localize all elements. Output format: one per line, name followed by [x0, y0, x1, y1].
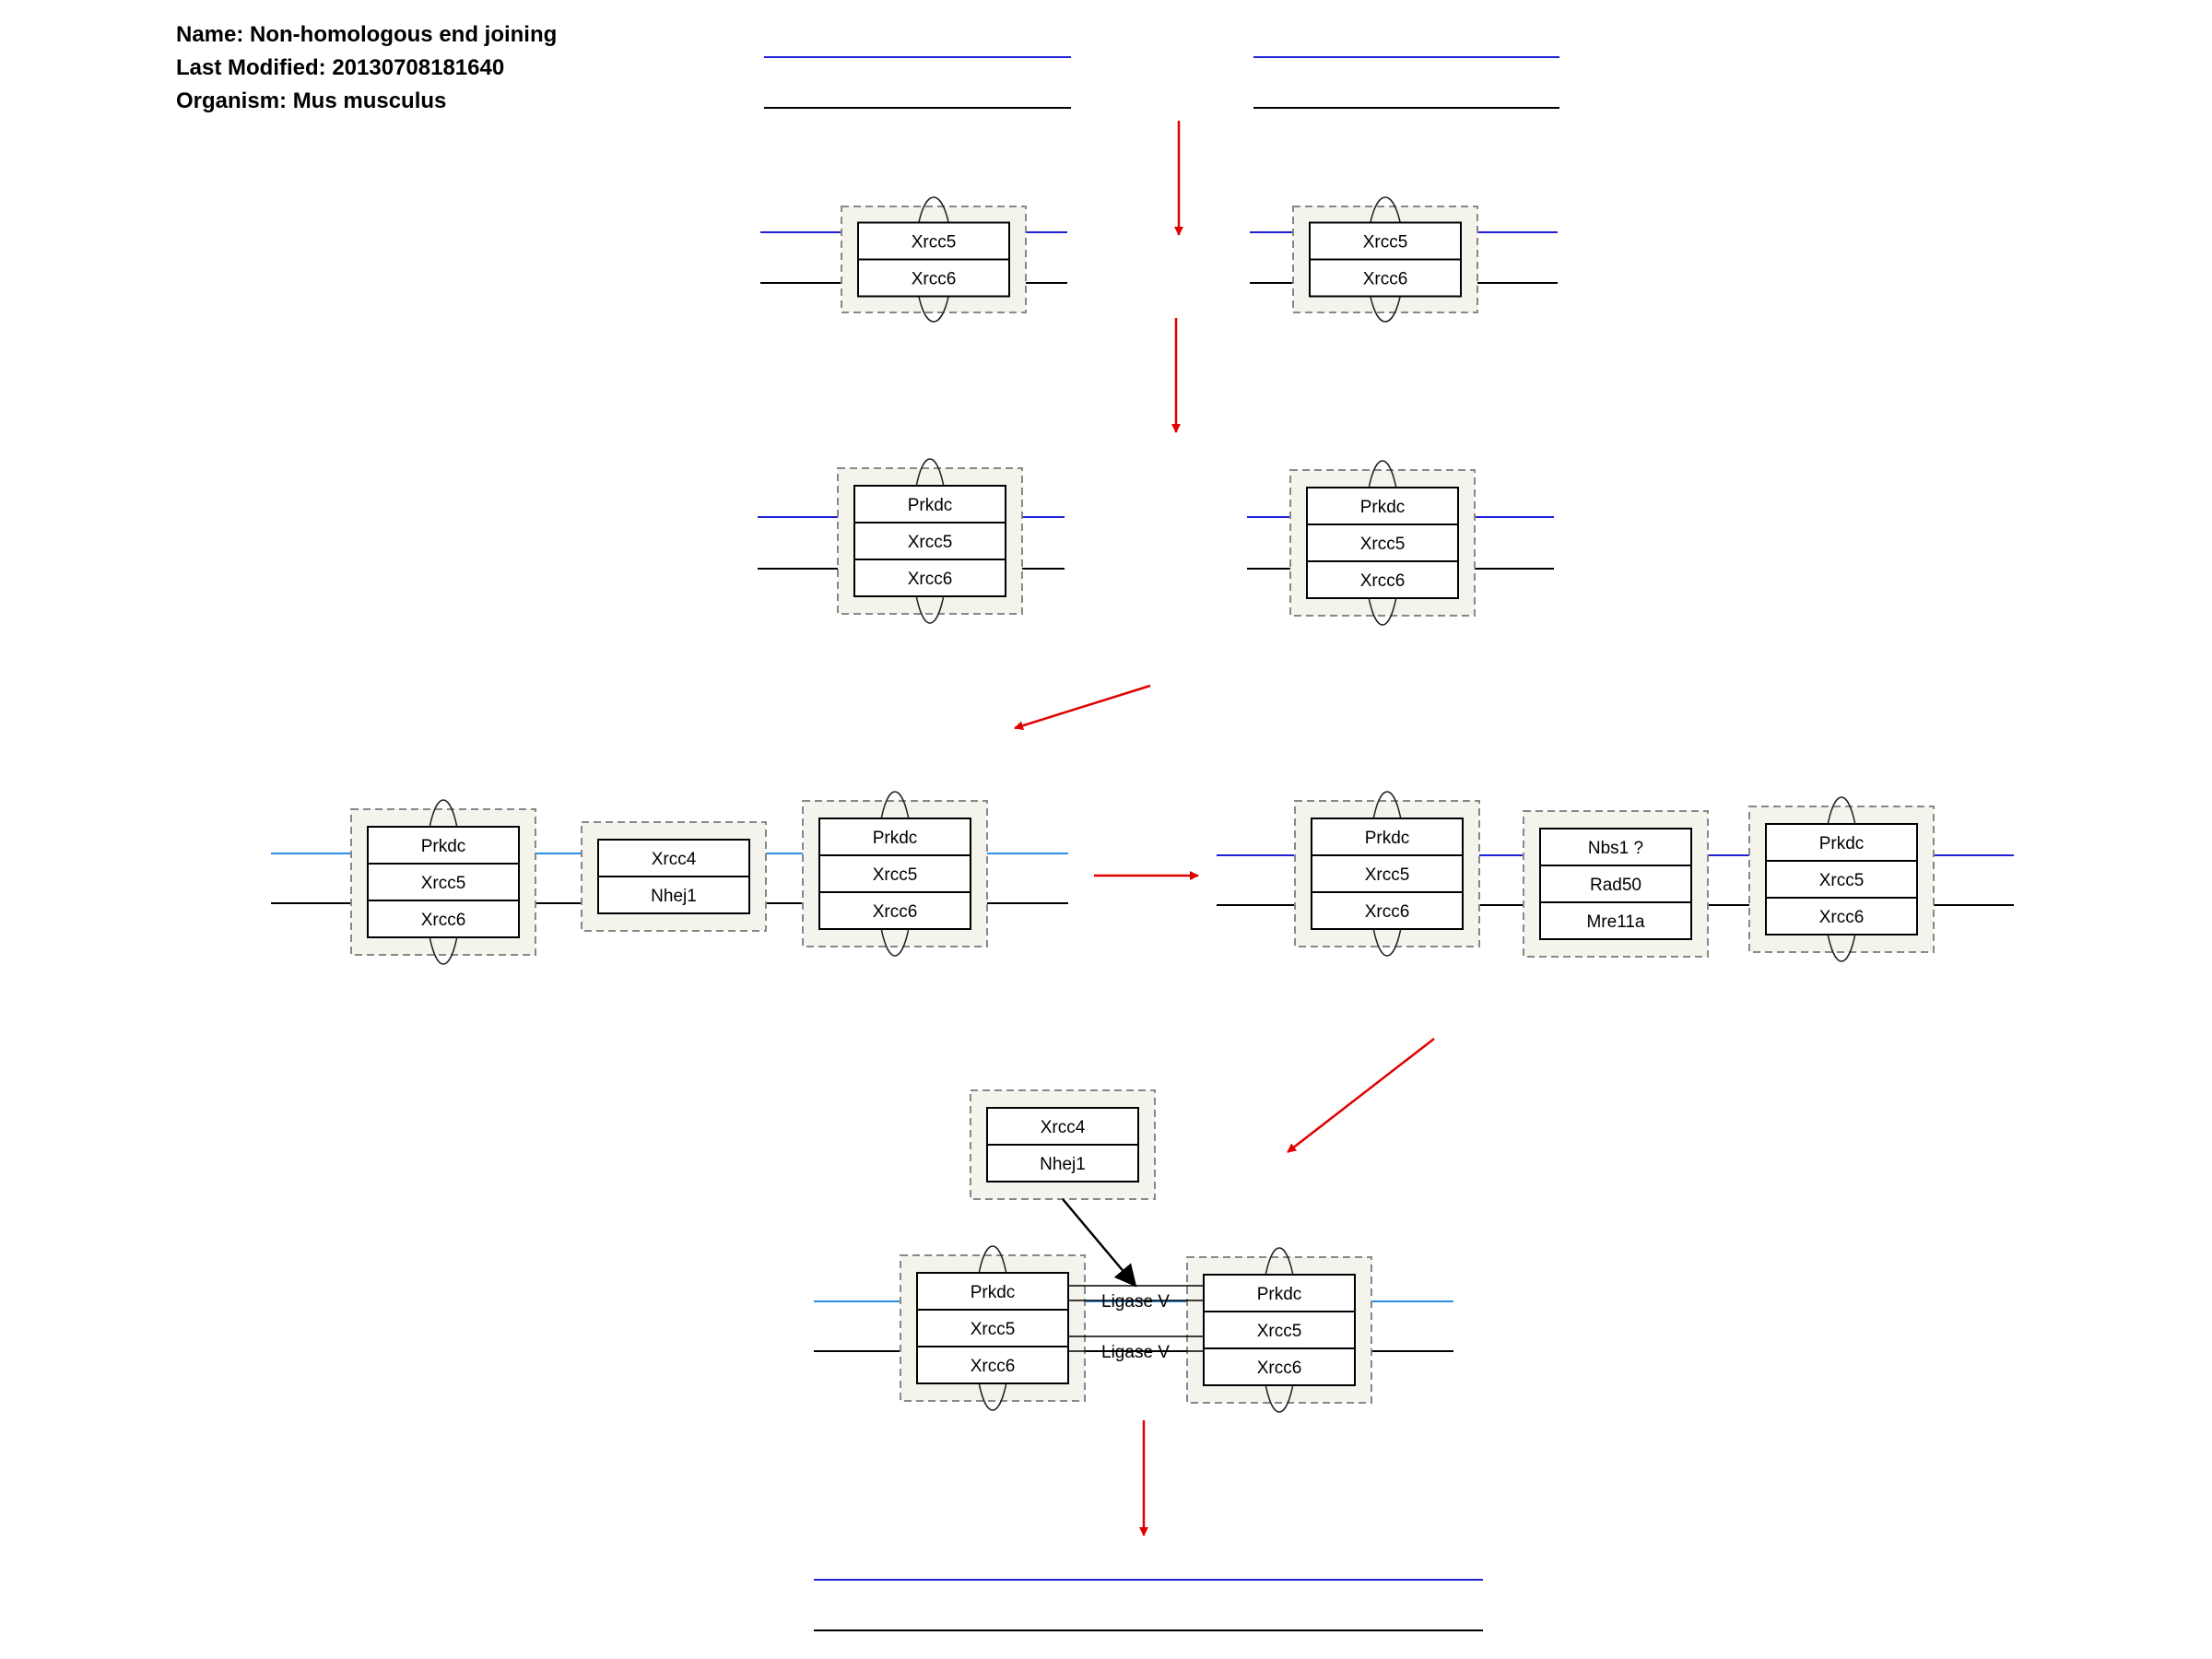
protein-label: Xrcc6	[971, 1357, 1016, 1376]
protein-label: Xrcc4	[1041, 1118, 1086, 1137]
protein-box	[367, 826, 520, 865]
protein-box	[853, 522, 1006, 560]
protein-label: Nhej1	[1040, 1155, 1086, 1174]
ligase-label: Ligase V	[1101, 1292, 1170, 1312]
protein-label: Xrcc6	[1365, 902, 1410, 922]
protein-box	[1309, 221, 1462, 261]
protein-label: Xrcc5	[908, 533, 953, 552]
protein-label: Prkdc	[873, 829, 918, 848]
protein-box	[1765, 860, 1918, 899]
ligase-label: Ligase V	[1101, 1343, 1170, 1362]
protein-label: Prkdc	[1360, 498, 1406, 517]
protein-label: Xrcc6	[873, 902, 918, 922]
protein-box	[818, 854, 971, 893]
protein-label: Prkdc	[908, 496, 953, 515]
protein-box	[1311, 854, 1464, 893]
protein-label: Prkdc	[971, 1283, 1016, 1302]
protein-label: Xrcc5	[1360, 535, 1406, 554]
protein-label: Prkdc	[1365, 829, 1410, 848]
protein-box	[1539, 865, 1692, 903]
protein-box	[1203, 1274, 1356, 1312]
protein-box	[1311, 818, 1464, 856]
protein-label: Mre11a	[1586, 912, 1644, 932]
protein-box	[916, 1309, 1069, 1347]
protein-label: Xrcc6	[1819, 908, 1865, 927]
protein-label: Xrcc6	[421, 911, 466, 930]
catalysis-arrow	[1062, 1198, 1137, 1288]
protein-label: Xrcc6	[908, 570, 953, 589]
protein-box	[1306, 524, 1459, 562]
protein-label: Prkdc	[1257, 1285, 1302, 1304]
protein-label: Xrcc5	[1257, 1322, 1302, 1341]
protein-label: Xrcc5	[1363, 233, 1408, 253]
protein-box	[986, 1107, 1139, 1146]
protein-label: Xrcc5	[912, 233, 957, 253]
protein-box	[1309, 258, 1462, 298]
protein-label: Prkdc	[1819, 834, 1865, 853]
protein-label: Xrcc5	[1819, 871, 1865, 890]
protein-box	[1203, 1347, 1356, 1386]
reaction-arrow	[1287, 1038, 1435, 1153]
protein-label: Xrcc4	[652, 850, 697, 869]
protein-label: Xrcc5	[971, 1320, 1016, 1339]
protein-label: Xrcc6	[1360, 571, 1406, 591]
protein-label: Xrcc6	[1363, 270, 1408, 289]
protein-label: Prkdc	[421, 837, 466, 856]
organism: Organism: Mus musculus	[176, 88, 447, 113]
protein-box	[1765, 823, 1918, 862]
protein-box	[367, 863, 520, 901]
ligase-complex: Ligase V Ligase V	[1068, 1285, 1204, 1362]
reaction-arrow	[1014, 684, 1151, 731]
protein-label: Nbs1 ?	[1588, 839, 1643, 858]
protein-label: Xrcc5	[1365, 865, 1410, 885]
protein-box	[857, 258, 1010, 298]
pathway-info: Name: Non-homologous end joining Last Mo…	[176, 18, 557, 118]
protein-box	[986, 1144, 1139, 1182]
protein-label: Rad50	[1590, 876, 1641, 895]
protein-box	[1306, 560, 1459, 599]
protein-box	[1311, 891, 1464, 930]
pathway-name: Name: Non-homologous end joining	[176, 22, 558, 47]
protein-box	[597, 876, 750, 914]
protein-box	[1539, 901, 1692, 940]
last-modified: Last Modified: 20130708181640	[176, 55, 505, 80]
protein-label: Nhej1	[651, 887, 697, 906]
protein-label: Xrcc5	[421, 874, 466, 893]
protein-box	[367, 900, 520, 938]
protein-box	[853, 559, 1006, 597]
protein-box	[853, 485, 1006, 524]
protein-box	[818, 891, 971, 930]
protein-label: Xrcc5	[873, 865, 918, 885]
protein-box	[1765, 897, 1918, 935]
protein-label: Xrcc6	[1257, 1359, 1302, 1378]
protein-label: Xrcc6	[912, 270, 957, 289]
protein-box	[916, 1346, 1069, 1384]
